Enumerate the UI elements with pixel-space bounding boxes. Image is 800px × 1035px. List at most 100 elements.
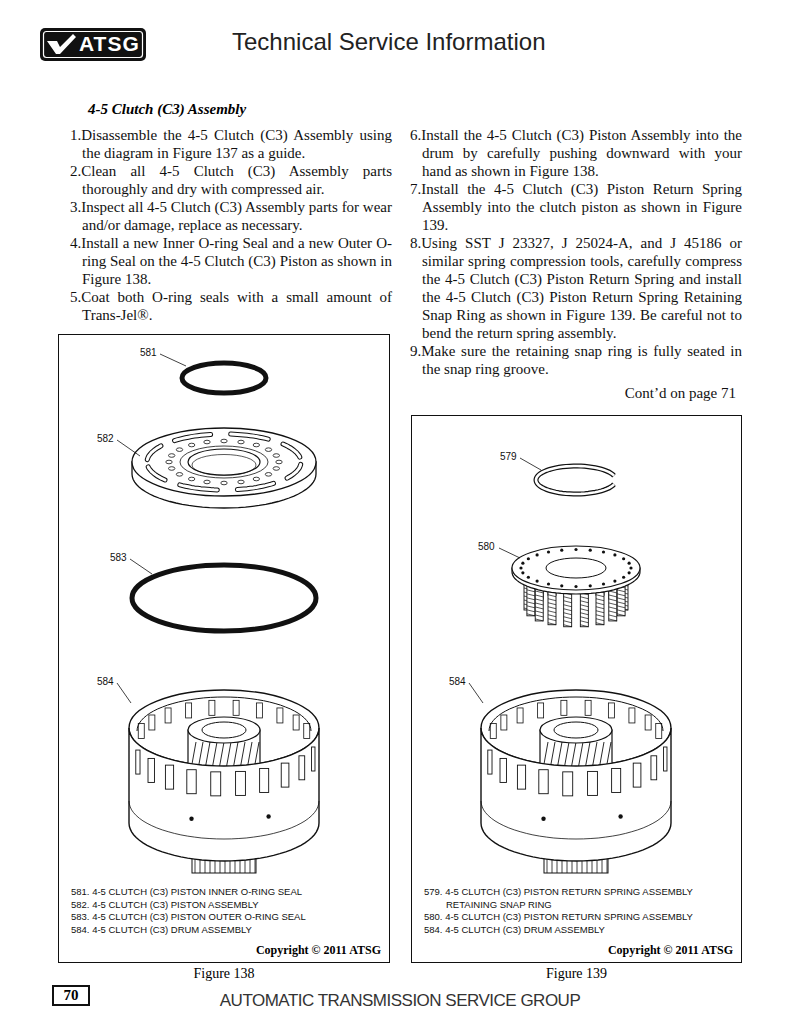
spring-coil (596, 603, 604, 605)
drum-inner-slot (585, 700, 591, 715)
spring-plate-hole (613, 579, 616, 582)
drum-inner-slot (561, 700, 567, 715)
spring-coil (527, 614, 535, 616)
drum-inner-slot (233, 700, 239, 715)
spring-coil (580, 605, 588, 607)
drum-hole (189, 817, 193, 821)
spring-plate-hole (613, 553, 616, 556)
drum-window (136, 750, 140, 774)
page-title: Technical Service Information (232, 28, 545, 56)
gear-tooth (205, 859, 206, 873)
legend-item: 581. 4-5 CLUTCH (C3) PISTON INNER O-RING… (71, 886, 379, 899)
spring-coil (527, 594, 535, 596)
piston-hole (276, 460, 282, 464)
drum-window (563, 772, 573, 796)
hub-top (540, 717, 612, 743)
spring-coil (564, 609, 572, 611)
spring-plate-hole (547, 582, 550, 585)
spring-coil (609, 603, 617, 605)
spring-coil (535, 595, 543, 597)
gear-tooth (602, 859, 603, 873)
text-column: 1.Disassemble the 4-5 Clutch (C3) Assemb… (70, 126, 392, 324)
piston-hole (253, 443, 259, 447)
drum-inner-slot (538, 703, 544, 718)
spring-coil (564, 597, 572, 599)
spring-coil (580, 609, 588, 611)
spring-coil (580, 613, 588, 615)
spring-plate-hole (527, 557, 530, 560)
spring-plate-hole (521, 571, 524, 574)
spring-plate-hole (574, 548, 577, 551)
leader-line (160, 354, 186, 366)
spring-coil (535, 615, 543, 617)
drum-wall (481, 728, 671, 861)
spring-coil (564, 617, 572, 619)
piston-hole (176, 473, 182, 477)
spring-coil (596, 599, 604, 601)
piston-hole (273, 454, 279, 458)
piston-hole (188, 477, 194, 481)
spring-coil (609, 619, 617, 621)
piston-slot (180, 485, 218, 490)
spring-coil (617, 594, 625, 596)
spring-plate-hole (602, 582, 605, 585)
drum-inner-slot (186, 703, 192, 718)
gear-tooth (607, 859, 608, 873)
piston-slot (237, 483, 273, 489)
piston-slot (283, 444, 300, 457)
piston-slot (237, 483, 273, 489)
spring-coil (609, 607, 617, 609)
piston-hole (221, 439, 227, 443)
callout-number: 579 (500, 451, 517, 463)
piston-face (132, 428, 316, 496)
piston-hole (265, 448, 271, 452)
hub-bore (554, 722, 598, 738)
procedure-step: 3.Inspect all 4-5 Clutch (C3) Assembly p… (70, 198, 392, 234)
snap-ring (536, 466, 614, 494)
drum-window (260, 768, 269, 792)
part-drawings (129, 363, 671, 873)
spring-coil (535, 619, 543, 621)
piston-hole (238, 480, 244, 484)
spring-coil (596, 607, 604, 609)
figure-legend: 581. 4-5 CLUTCH (C3) PISTON INNER O-RING… (71, 886, 379, 936)
drum-hole (541, 817, 545, 821)
leader-line (117, 440, 140, 456)
spring-coil (596, 595, 604, 597)
spring-coil (564, 605, 572, 607)
drum-window (539, 770, 548, 794)
spring-coil (527, 590, 535, 592)
continuation-note: Cont’d on page 71 (410, 384, 742, 402)
drum-window (187, 770, 196, 794)
gear-tooth (250, 859, 251, 873)
piston-hole (204, 440, 210, 444)
spring-coil (535, 603, 543, 605)
legend-item: 584. 4-5 CLUTCH (C3) DRUM ASSEMBLY (71, 924, 379, 937)
spring-coil (564, 625, 572, 627)
drum-inner-slot (277, 708, 283, 723)
spring-coil (548, 611, 556, 613)
piston-slot (287, 464, 301, 478)
legend-item: 584. 4-5 CLUTCH (C3) DRUM ASSEMBLY (424, 924, 731, 937)
spring-plate-hole (622, 557, 625, 560)
spring-coil (617, 610, 625, 612)
logo-inner-border (44, 32, 143, 58)
gear-tooth (597, 859, 598, 873)
spring-plate (512, 546, 640, 590)
drum-hole (618, 814, 622, 818)
spring-coil (596, 619, 604, 621)
piston-hole (265, 473, 271, 477)
drum-inner-slot (293, 715, 299, 730)
spring-coil (617, 606, 625, 608)
piston-slot (231, 434, 269, 439)
drum-window (633, 763, 641, 787)
spring-plate-hole (521, 562, 524, 565)
gear-tooth (195, 859, 196, 873)
spring-coil (609, 595, 617, 597)
piston-slot (175, 434, 211, 440)
spring-coil (580, 601, 588, 603)
spring-plate-hole (574, 585, 577, 588)
gear-tooth (200, 859, 201, 873)
procedure-step: 4.Install a new Inner O-ring Seal and a … (70, 234, 392, 288)
